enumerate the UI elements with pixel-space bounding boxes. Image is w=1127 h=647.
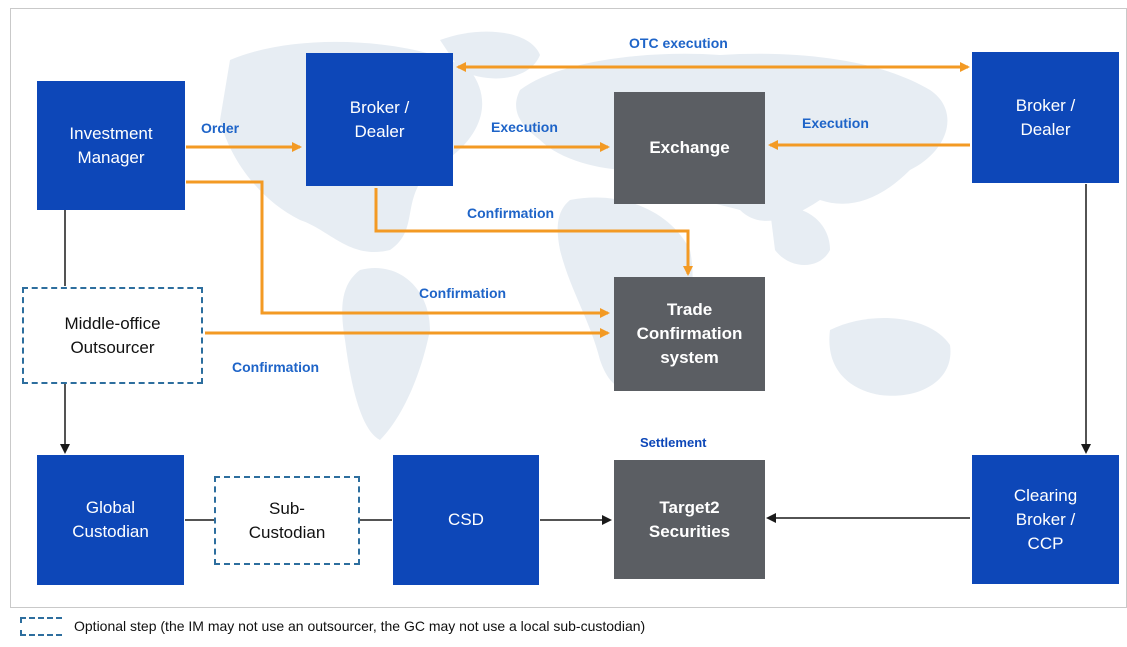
clearing-broker-ccp-label: Clearing Broker / CCP [1013,485,1078,553]
investment-manager-node: Investment Manager [37,81,185,210]
otc-execution-label: OTC execution [629,35,728,51]
trade-confirmation-label: Trade Confirmation system [636,300,743,367]
trade-confirmation-node: Trade Confirmation system [614,277,765,391]
global-custodian-node: Global Custodian [37,455,184,585]
broker-dealer-left-node: Broker / Dealer [306,53,453,186]
order-label: Order [201,120,240,136]
im-confirmation-label: Confirmation [419,285,507,301]
middle-office-outsourcer-label: Middle-office Outsourcer [64,313,161,357]
sub-custodian-label: Sub- Custodian [248,498,326,542]
clearing-broker-ccp-node: Clearing Broker / CCP [972,455,1119,584]
investment-manager-label: Investment Manager [69,123,153,167]
exchange-label: Exchange [649,138,730,157]
sub-custodian-node: Sub- Custodian [214,476,360,565]
target2-securities-label: Target2 Securities [648,497,731,541]
global-custodian-label: Global Custodian [72,498,149,541]
dashed-box-legend-icon [20,616,62,636]
exchange-node: Exchange [614,92,765,204]
broker-confirmation-arrow [374,188,693,276]
execution-right-label: Execution [802,115,869,131]
legend-text: Optional step (the IM may not use an out… [74,618,646,634]
legend: Optional step (the IM may not use an out… [20,614,645,638]
middle-office-confirmation-label: Confirmation [232,359,320,375]
broker-confirmation-label: Confirmation [467,205,555,221]
execution-left-label: Execution [491,119,558,135]
target2-securities-node: Target2 Securities [614,460,765,579]
broker-dealer-right-label: Broker / Dealer [1015,95,1076,139]
broker-dealer-right-node: Broker / Dealer [972,52,1119,183]
csd-label: CSD [448,510,484,529]
csd-node: CSD [393,455,539,585]
im-confirmation-arrow [186,180,610,318]
middle-office-outsourcer-node: Middle-office Outsourcer [22,287,203,384]
settlement-label: Settlement [640,435,707,450]
broker-dealer-left-label: Broker / Dealer [349,97,410,141]
